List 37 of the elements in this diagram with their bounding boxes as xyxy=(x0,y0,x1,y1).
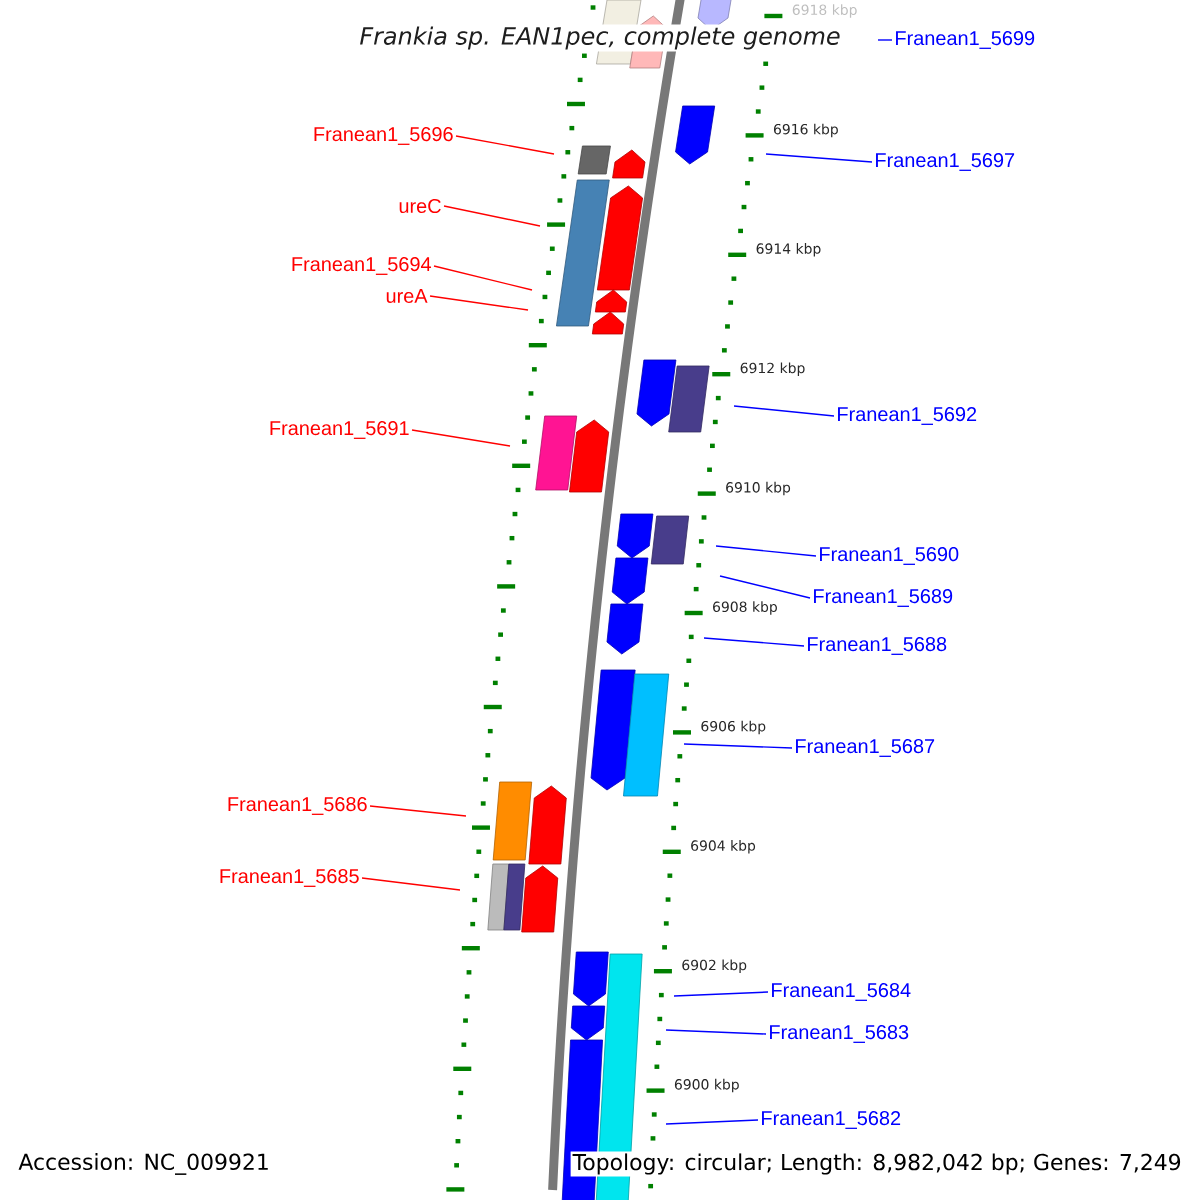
accession-text: Accession: NC_009921 xyxy=(16,1151,272,1177)
leader-line xyxy=(361,877,461,891)
leader-line xyxy=(683,743,793,749)
gene-label: Franean1_5682 xyxy=(762,1111,901,1129)
gene-label: Franean1_5692 xyxy=(838,407,977,425)
gene-label: Franean1_5694 xyxy=(292,257,431,275)
leader-line xyxy=(429,295,529,311)
leader-line xyxy=(411,429,511,447)
gene-label: ureA xyxy=(386,289,428,303)
gene-label: Franean1_5684 xyxy=(772,983,911,1001)
gene-label: Franean1_5689 xyxy=(814,589,953,607)
leader-line xyxy=(455,135,555,155)
gene-label: Franean1_5697 xyxy=(876,153,1015,171)
gene-label: Franean1_5685 xyxy=(220,869,359,887)
gene-label: Franean1_5690 xyxy=(820,547,959,565)
leader-line xyxy=(877,39,893,41)
leader-line xyxy=(665,1029,767,1035)
leader-line xyxy=(443,205,541,227)
genome-info-text: Topology: circular; Length: 8,982,042 bp; Genes: 7,249 xyxy=(570,1151,1184,1177)
gene-label: Franean1_5687 xyxy=(796,739,935,757)
leader-line xyxy=(665,1119,759,1125)
leader-line xyxy=(433,265,533,291)
leader-line xyxy=(719,575,811,599)
gene-label: Franean1_5688 xyxy=(808,637,947,655)
leader-line xyxy=(733,405,835,417)
gene-label: Franean1_5686 xyxy=(228,797,367,815)
gene-label: Franean1_5683 xyxy=(770,1025,909,1043)
leader-line xyxy=(673,991,769,997)
gene-label: Franean1_5699 xyxy=(896,31,1035,49)
leader-line xyxy=(765,153,873,163)
title: Frankia sp. EAN1pec, complete genome xyxy=(357,24,843,52)
leader-line xyxy=(703,637,805,647)
leader-line xyxy=(369,805,467,817)
gene-label: Franean1_5691 xyxy=(270,421,409,439)
gene-label: Franean1_5696 xyxy=(314,127,453,145)
gene-label: ureC xyxy=(399,198,441,214)
leader-line xyxy=(715,545,817,557)
